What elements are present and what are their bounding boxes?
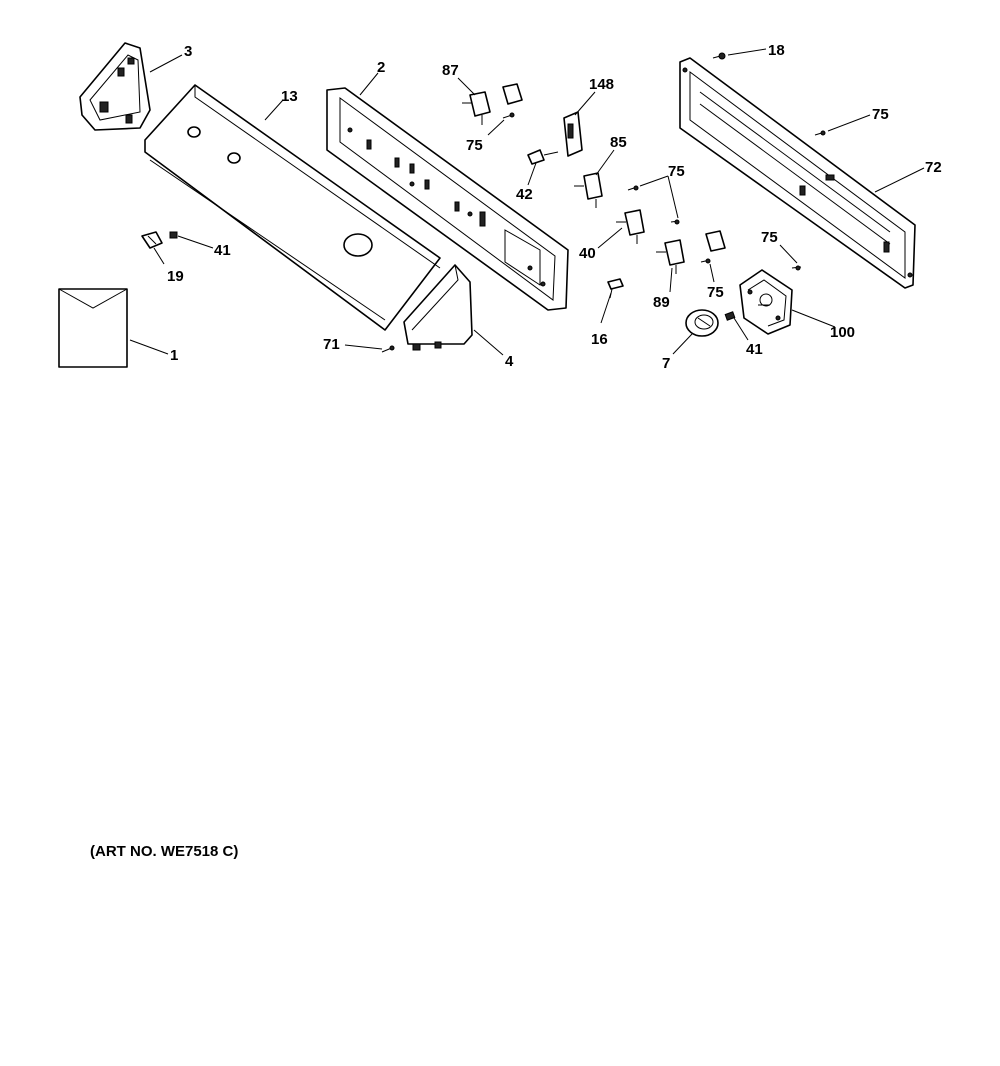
leader-41-a <box>177 235 214 249</box>
callout-19: 19 <box>167 268 184 285</box>
callout-41-a: 41 <box>214 242 231 259</box>
leader-148 <box>574 91 596 116</box>
part-89-switch <box>656 230 726 274</box>
callout-16: 16 <box>591 331 608 348</box>
callout-75-e: 75 <box>761 229 778 246</box>
screw-75-d <box>700 258 711 264</box>
part-3-end-cap-left <box>79 42 151 131</box>
part-7-knob <box>685 309 719 337</box>
callout-7: 7 <box>662 355 670 372</box>
part-40-switch <box>616 209 645 244</box>
leader-19 <box>153 247 165 265</box>
callout-42: 42 <box>516 186 533 203</box>
callout-75-a: 75 <box>466 137 483 154</box>
leader-40 <box>597 227 623 249</box>
screw-75-c <box>627 185 680 225</box>
part-72-rear-panel <box>679 57 916 289</box>
part-85-switch <box>574 172 603 208</box>
leader-3 <box>149 54 183 73</box>
leader-75-e <box>779 244 798 264</box>
leader-16 <box>600 292 612 324</box>
art-number-label: (ART NO. WE7518 C) <box>90 843 239 860</box>
leader-89 <box>669 267 673 293</box>
leader-87 <box>457 77 476 96</box>
callout-87: 87 <box>442 62 459 79</box>
leader-41-b <box>733 317 749 341</box>
callout-89: 89 <box>653 294 670 311</box>
screw-18 <box>712 52 726 60</box>
leader-1 <box>129 339 169 355</box>
callout-85: 85 <box>610 134 627 151</box>
callout-13: 13 <box>281 88 298 105</box>
callout-2: 2 <box>377 59 385 76</box>
screw-75-b <box>814 130 826 136</box>
part-41-spring-left <box>169 231 178 239</box>
leader-75-a <box>487 119 505 136</box>
leader-2 <box>359 72 379 96</box>
callout-148: 148 <box>589 76 614 93</box>
leader-75-c1 <box>639 175 669 187</box>
leader-100 <box>791 309 836 328</box>
leader-75-b <box>827 114 871 132</box>
part-13-control-panel <box>144 84 441 331</box>
screw-75-a <box>502 112 515 119</box>
part-148-bracket <box>563 111 583 157</box>
leader-75-d <box>709 263 715 283</box>
part-41-spring-right <box>724 311 736 321</box>
callout-4: 4 <box>505 353 514 370</box>
callout-40: 40 <box>579 245 596 262</box>
callout-18: 18 <box>768 42 785 59</box>
callout-75-d: 75 <box>707 284 724 301</box>
callout-71: 71 <box>323 336 340 353</box>
screw-71 <box>381 345 395 353</box>
part-42-clip <box>527 149 559 165</box>
leader-85 <box>595 149 615 176</box>
part-100-timer <box>739 269 793 335</box>
callout-75-c: 75 <box>668 163 685 180</box>
leader-71 <box>344 344 383 350</box>
leader-4 <box>473 329 504 356</box>
callout-72: 72 <box>925 159 942 176</box>
leader-13 <box>264 99 284 121</box>
part-1-literature-envelope <box>58 288 128 368</box>
callout-41-b: 41 <box>746 341 763 358</box>
callout-75-b: 75 <box>872 106 889 123</box>
part-87-switch <box>462 83 523 125</box>
screw-75-e <box>791 265 802 271</box>
leader-18 <box>727 48 767 56</box>
part-19-knob <box>141 231 163 249</box>
part-2-mounting-panel <box>326 87 569 311</box>
leader-72 <box>874 167 925 193</box>
callout-1: 1 <box>170 347 178 364</box>
leader-75-c2 <box>667 175 679 219</box>
leader-42 <box>527 162 537 186</box>
callout-100: 100 <box>830 324 855 341</box>
callout-3: 3 <box>184 43 192 60</box>
part-4-end-cap-right <box>403 264 473 351</box>
leader-7 <box>672 333 693 355</box>
